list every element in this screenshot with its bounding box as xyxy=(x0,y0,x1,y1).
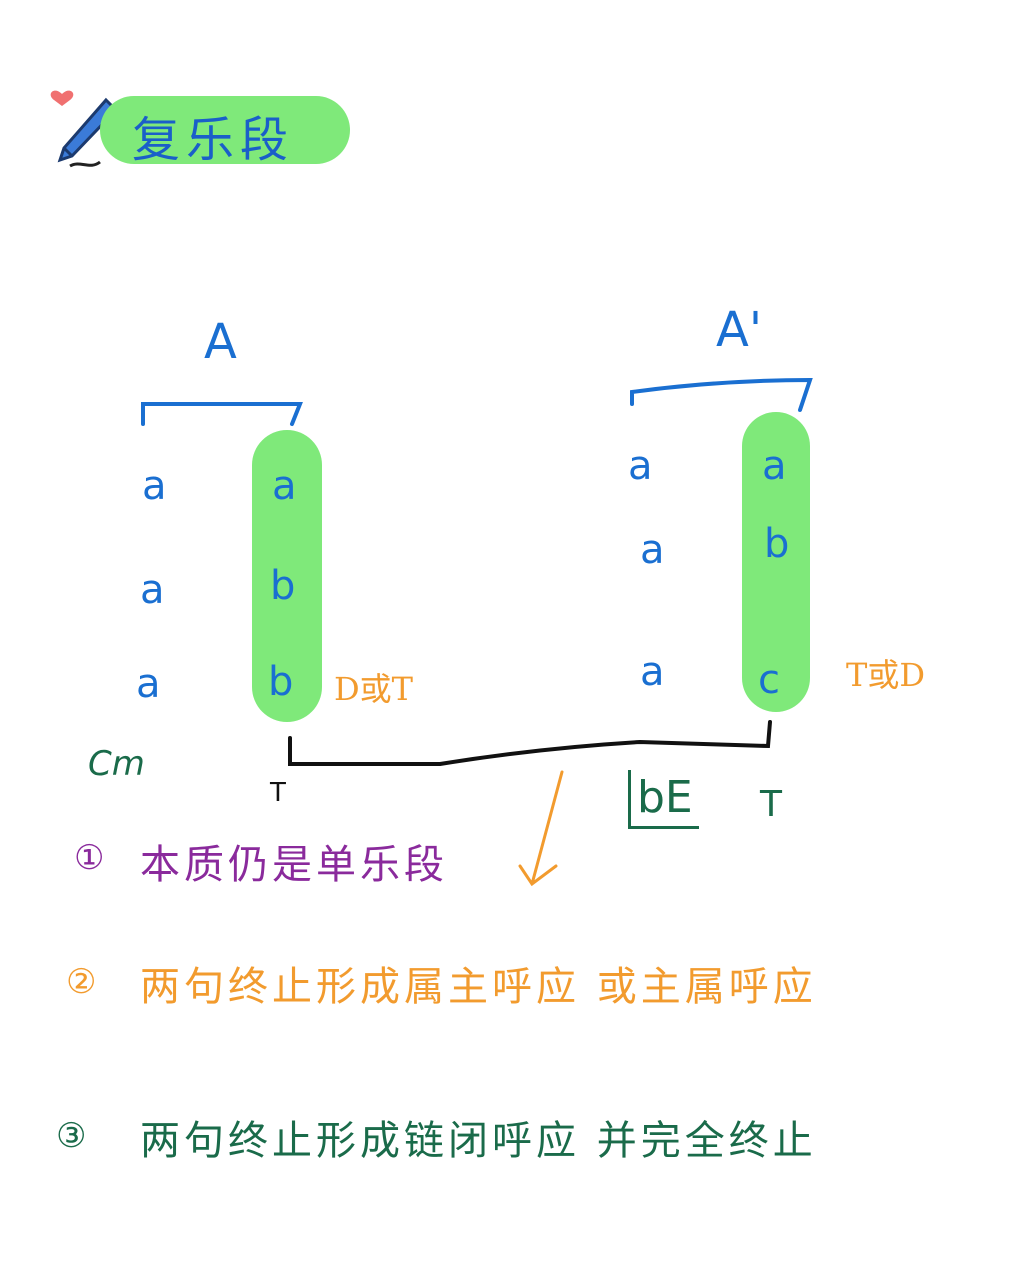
left-col1-item: a xyxy=(140,567,165,613)
left-col2-item: a xyxy=(272,463,297,509)
page-title: 复乐段 xyxy=(132,112,295,168)
note-number: ① xyxy=(74,838,105,878)
left-col2-item: b xyxy=(268,659,294,705)
tonic-label-left: T xyxy=(270,778,286,808)
left-col2-item: b xyxy=(270,563,296,609)
key-label: Cm xyxy=(88,744,145,784)
tonic-label-right: T xyxy=(760,784,782,825)
left-col1-item: a xyxy=(142,463,167,509)
cadence-right: T或D xyxy=(846,656,926,694)
right-col1-item: a xyxy=(640,649,665,695)
note-number: ③ xyxy=(56,1116,87,1156)
right-col2-item: a xyxy=(762,443,787,489)
right-col2-item: c xyxy=(758,657,780,703)
title-highlight xyxy=(100,96,350,164)
section-label-a-prime: A' xyxy=(716,302,763,358)
left-col1-item: a xyxy=(136,661,161,707)
section-label-a: A xyxy=(204,314,237,370)
key-mark: bE xyxy=(628,770,699,829)
note-text: 两句终止形成属主呼应 或主属呼应 xyxy=(140,964,817,1010)
right-col1-item: a xyxy=(628,443,653,489)
right-col1-item: a xyxy=(640,527,665,573)
cadence-left: D或T xyxy=(334,670,414,708)
highlight-column-right xyxy=(742,412,810,712)
note-text: 本质仍是单乐段 xyxy=(140,842,448,888)
highlight-column-left xyxy=(252,430,322,722)
note-number: ② xyxy=(66,962,97,1002)
right-col2-item: b xyxy=(764,521,790,567)
note-text: 两句终止形成链闭呼应 并完全终止 xyxy=(140,1118,817,1164)
